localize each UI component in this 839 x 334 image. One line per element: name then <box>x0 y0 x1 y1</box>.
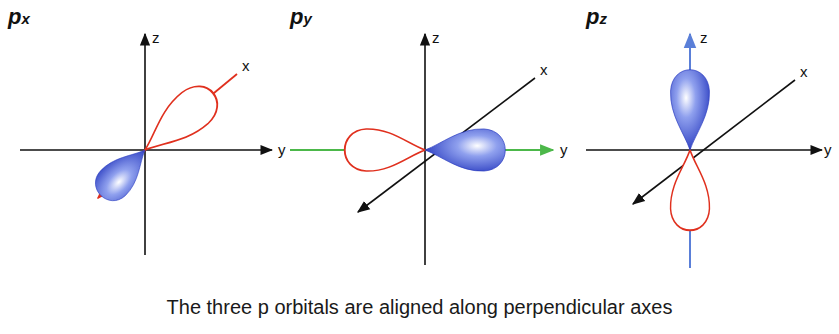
axis-label: y <box>278 142 286 157</box>
orbital-name: px <box>8 6 30 28</box>
axis-label: z <box>432 30 440 45</box>
orbital-lobe <box>88 138 157 208</box>
pz-panel <box>586 34 822 268</box>
py-panel <box>290 34 553 265</box>
orbital-lobe <box>671 70 710 150</box>
caption: The three p orbitals are aligned along p… <box>167 296 673 318</box>
axis-label: x <box>242 58 250 73</box>
axis-label: x <box>540 62 548 77</box>
orbital-lobe <box>345 129 425 171</box>
orbital-lobe <box>425 129 505 171</box>
z-axis <box>144 34 146 255</box>
axis-label: z <box>700 30 708 45</box>
axis-label: y <box>560 142 568 157</box>
orbital-lobe <box>132 77 226 165</box>
axis-label: z <box>152 30 160 45</box>
axis-label: x <box>800 64 808 79</box>
x-axis <box>633 80 795 204</box>
orbital-name: py <box>290 6 312 28</box>
px-panel <box>20 34 272 255</box>
orbital-name: pz <box>586 6 607 28</box>
axis-label: y <box>824 142 832 157</box>
orbital-lobe <box>671 150 710 230</box>
